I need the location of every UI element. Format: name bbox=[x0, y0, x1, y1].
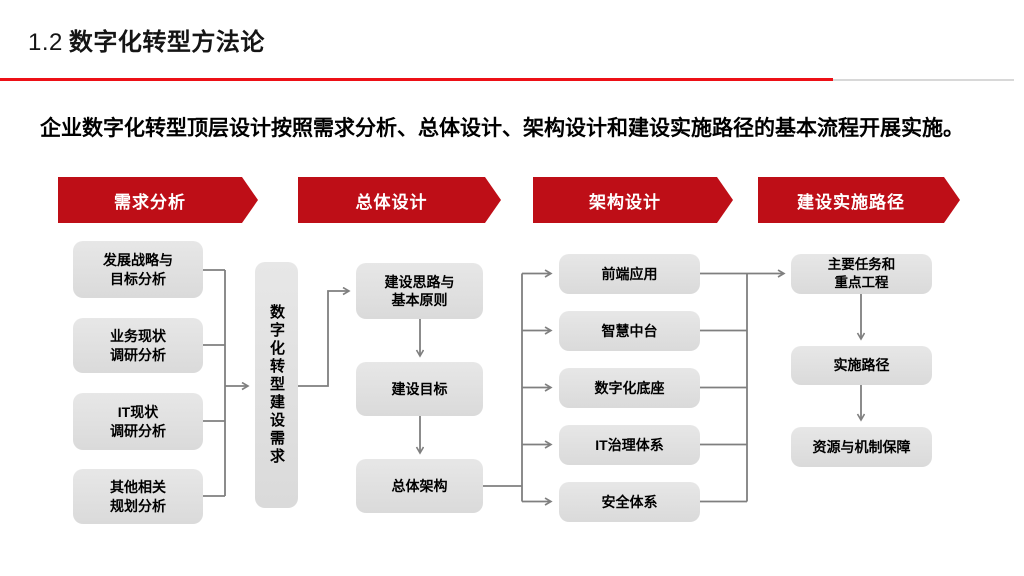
title-underline-gray bbox=[833, 79, 1014, 81]
box-frontend-apps: 前端应用 bbox=[559, 254, 700, 294]
box-main-tasks-key-projects: 主要任务和 重点工程 bbox=[791, 254, 932, 294]
stage-banner-requirement-analysis: 需求分析 bbox=[58, 177, 258, 223]
box-business-status-research: 业务现状 调研分析 bbox=[73, 318, 203, 373]
slide-subtitle: 企业数字化转型顶层设计按照需求分析、总体设计、架构设计和建设实施路径的基本流程开… bbox=[40, 117, 964, 140]
box-digital-base: 数字化底座 bbox=[559, 368, 700, 408]
stage-banner-implementation-path: 建设实施路径 bbox=[758, 177, 960, 223]
box-smart-middle-platform: 智慧中台 bbox=[559, 311, 700, 351]
title-underline-red bbox=[0, 78, 833, 81]
box-resource-mechanism-guarantee: 资源与机制保障 bbox=[791, 427, 932, 467]
box-security-system: 安全体系 bbox=[559, 482, 700, 522]
page-title-number: 1.2 bbox=[28, 29, 63, 56]
box-overall-architecture: 总体架构 bbox=[356, 459, 483, 513]
stage-banner-overall-design: 总体设计 bbox=[298, 177, 501, 223]
stage-banner-architecture-design: 架构设计 bbox=[533, 177, 733, 223]
box-construction-goals: 建设目标 bbox=[356, 362, 483, 416]
box-digital-transformation-requirements: 数字化转型建设需求 bbox=[255, 262, 298, 508]
stage-banner-label: 建设实施路径 bbox=[797, 192, 905, 212]
box-it-governance: IT治理体系 bbox=[559, 425, 700, 465]
box-strategy-goal-analysis: 发展战略与 目标分析 bbox=[73, 241, 203, 298]
box-implementation-path: 实施路径 bbox=[791, 346, 932, 385]
box-it-status-research: IT现状 调研分析 bbox=[73, 393, 203, 450]
page-title-text: 数字化转型方法论 bbox=[68, 29, 265, 56]
stage-banner-label: 架构设计 bbox=[589, 192, 661, 212]
stage-banner-label: 需求分析 bbox=[114, 192, 186, 212]
box-other-planning-analysis: 其他相关 规划分析 bbox=[73, 469, 203, 524]
box-construction-ideas-principles: 建设思路与 基本原则 bbox=[356, 263, 483, 319]
stage-banner-label: 总体设计 bbox=[355, 192, 428, 212]
